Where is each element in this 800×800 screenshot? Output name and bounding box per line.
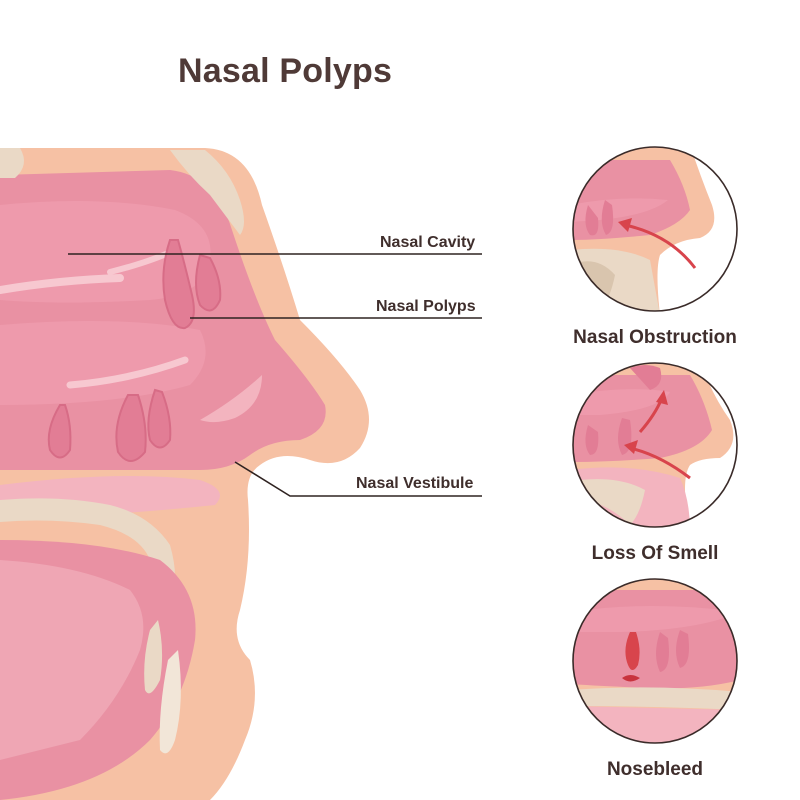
label-nasal-polyps: Nasal Polyps: [376, 298, 476, 315]
symptom-circle-nosebleed: [572, 578, 738, 744]
symptom-label-nosebleed: Nosebleed: [606, 759, 704, 780]
symptom-circle-obstruction: [572, 146, 738, 312]
label-nasal-vestibule: Nasal Vestibule: [356, 475, 474, 492]
label-nasal-cavity: Nasal Cavity: [380, 234, 476, 251]
page-title: Nasal Polyps: [178, 52, 393, 90]
leader-lines: [68, 253, 482, 497]
symptom-circle-smell: [572, 362, 738, 528]
nasal-vestibule-leader: [234, 461, 482, 497]
head-cross-section: [0, 148, 369, 800]
symptom-label-smell: Loss Of Smell: [591, 543, 719, 564]
symptom-label-obstruction: Nasal Obstruction: [573, 327, 737, 348]
